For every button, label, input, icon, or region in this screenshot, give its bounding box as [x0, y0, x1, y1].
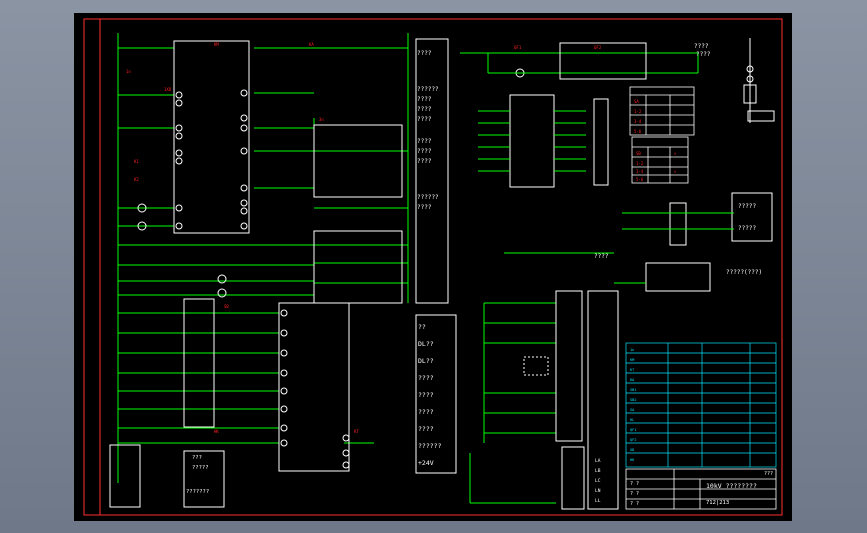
function-label: ????: [418, 425, 434, 433]
svg-text:SB2: SB2: [630, 398, 637, 402]
function-label: ??: [418, 323, 426, 331]
terminal-label: LA: [595, 459, 601, 464]
svg-text:KM: KM: [214, 42, 219, 47]
svg-text:1-2: 1-2: [636, 161, 644, 166]
legend-item: ????: [417, 106, 432, 113]
legend-item: ????: [417, 138, 432, 145]
note-center-1: ????: [594, 253, 609, 260]
svg-text:3-4: 3-4: [636, 169, 644, 174]
function-label: DL??: [418, 340, 434, 348]
legend-item: ????: [417, 116, 432, 123]
function-label: ????: [418, 408, 434, 416]
svg-text:KA: KA: [309, 42, 314, 47]
relay-blocks: [109, 38, 457, 508]
svg-text:SB1: SB1: [630, 388, 637, 392]
title-row: ? ?: [630, 491, 640, 497]
svg-text:HL: HL: [630, 418, 634, 422]
svg-text:QF1: QF1: [514, 45, 522, 50]
status-tables: [629, 86, 695, 184]
svg-text:KA: KA: [630, 378, 635, 382]
svg-text:×: ×: [674, 169, 677, 174]
svg-text:SB: SB: [636, 151, 641, 156]
drawing-number: 712|213: [706, 500, 730, 506]
sheet-ref: ???: [764, 471, 774, 477]
svg-text:KM: KM: [630, 358, 635, 362]
svg-text:1-2: 1-2: [634, 109, 642, 114]
function-label: DL??: [418, 357, 434, 365]
legend-item: ??????: [417, 194, 439, 201]
switchgear-symbol: [743, 38, 775, 123]
legend-item: ????: [417, 50, 432, 57]
function-label: +24V: [418, 459, 434, 467]
note-right-1: ?????: [738, 203, 757, 210]
function-label: ????: [418, 391, 434, 399]
svg-text:3-4: 3-4: [634, 119, 642, 124]
relay2-terminals: [280, 309, 350, 469]
note-right-2: ?????: [738, 225, 757, 232]
terminal-label: LN: [595, 489, 601, 494]
svg-text:SA: SA: [634, 99, 639, 104]
svg-text:KT: KT: [630, 368, 635, 372]
title-block: [625, 468, 777, 510]
svg-text:3n: 3n: [319, 117, 324, 122]
note-bottom-left-2: ?????: [192, 465, 209, 471]
left-control-circuit: [117, 33, 409, 483]
note-box-top-right-2: ????: [696, 51, 711, 58]
status-table-cells: SA 1-2 3-4 5-6 SB 1-2 3-4 5-6 × ×: [634, 99, 677, 182]
title-row: ? ?: [630, 481, 640, 487]
svg-text:SA: SA: [630, 408, 635, 412]
svg-text:K1: K1: [134, 159, 139, 164]
note-bottom-left-3: ???????: [186, 489, 210, 495]
top-motor-circuit: [460, 42, 699, 80]
svg-text:1n: 1n: [630, 348, 634, 352]
function-label-column: ?? DL?? DL?? ???? ???? ???? ???? ?????? …: [418, 319, 454, 472]
svg-text:5-6: 5-6: [636, 177, 644, 182]
terminal-label: LC: [595, 479, 601, 484]
note-box-top-right: ????: [694, 43, 709, 50]
function-label: ????: [418, 374, 434, 382]
bottom-center-circuit: [469, 252, 619, 510]
device-table: [625, 342, 777, 468]
relay1-terminals: [175, 89, 248, 230]
svg-text:HK: HK: [630, 458, 635, 462]
svg-text:QF2: QF2: [630, 438, 637, 442]
svg-text:QF1: QF1: [630, 428, 637, 432]
drawing-title: 10kV ????????: [706, 482, 757, 490]
sheet-border: [83, 18, 783, 516]
svg-text:K2: K2: [134, 177, 139, 182]
svg-text:1n: 1n: [126, 69, 131, 74]
right-relay-boxes: [614, 192, 773, 292]
legend-item: ????: [417, 158, 432, 165]
center-relay-group: [478, 94, 609, 188]
legend-item: ????: [417, 148, 432, 155]
legend-item: ????: [417, 96, 432, 103]
terminal-label: LL: [595, 499, 601, 504]
terminal-label: LB: [595, 469, 601, 474]
legend-item: ??????: [417, 86, 439, 93]
svg-text:HK: HK: [214, 429, 219, 434]
note-right-3: ?????(???): [726, 269, 763, 276]
svg-text:SB: SB: [224, 304, 229, 309]
legend-column: ???? ?????? ???? ???? ???? ???? ???? ???…: [417, 49, 449, 213]
svg-text:XD: XD: [630, 448, 634, 452]
indicator-lamps: [137, 68, 525, 298]
svg-text:5-6: 5-6: [634, 129, 642, 134]
svg-text:1XD: 1XD: [164, 87, 172, 92]
note-bottom-left-1: ???: [192, 455, 202, 461]
svg-text:QF2: QF2: [594, 45, 602, 50]
svg-text:×: ×: [674, 151, 677, 156]
legend-item: ????: [417, 204, 432, 211]
terminal-label-column: LA LB LC LN LL: [595, 457, 615, 507]
function-label: ??????: [418, 442, 442, 450]
title-row: ? ?: [630, 501, 640, 507]
svg-text:KT: KT: [354, 429, 359, 434]
